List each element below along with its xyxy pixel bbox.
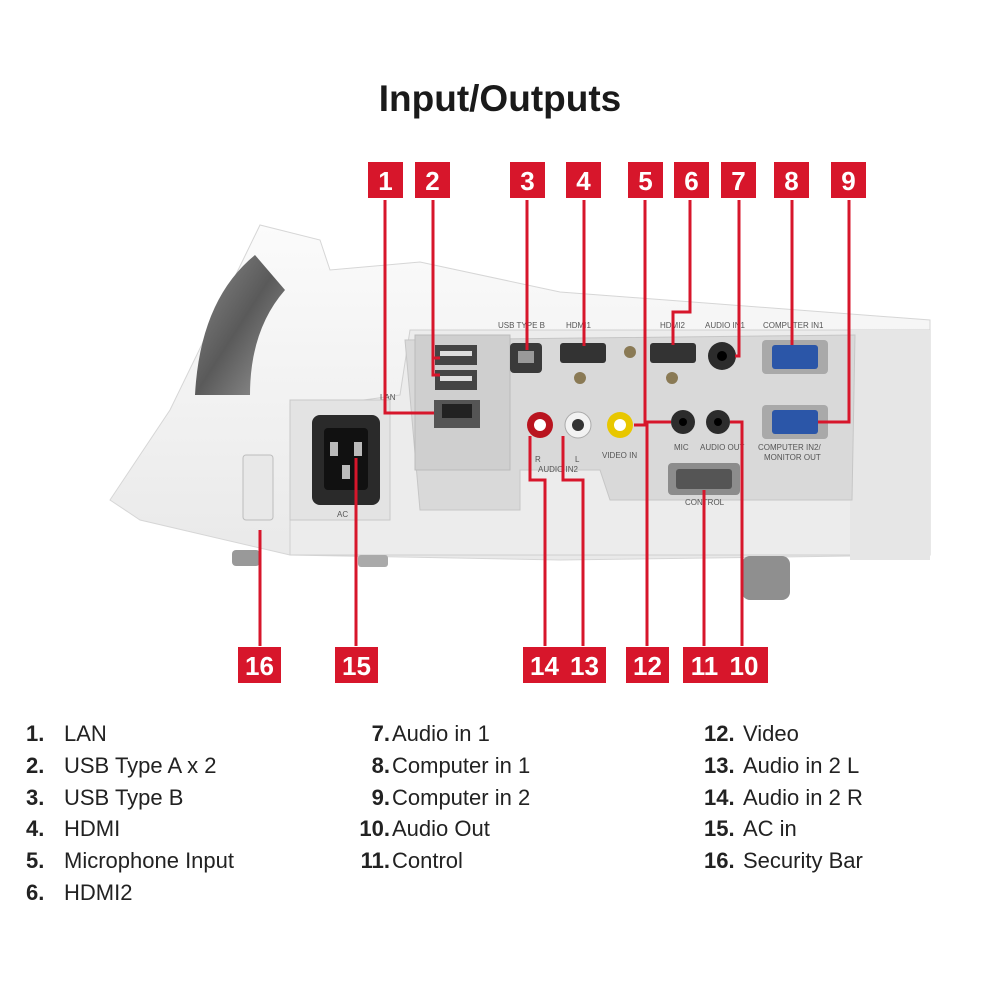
audio-in2-l-label: L (575, 455, 580, 464)
svg-text:1: 1 (378, 166, 392, 196)
ac-label: AC (337, 510, 348, 519)
legend-item: 10.Audio Out (359, 816, 490, 842)
callout-7: 7 (721, 162, 756, 198)
callout-15: 15 (335, 647, 378, 683)
callout-16: 16 (238, 647, 281, 683)
hdmi1-label: HDMI1 (566, 321, 591, 330)
computer-in1-port (772, 345, 818, 369)
mic-label: MIC (674, 443, 689, 452)
legend-item: 12.Video (704, 721, 799, 746)
legend-item: 15.AC in (704, 816, 797, 842)
legend-column-1: 1.LAN 2.USB Type A x 2 3.USB Type B 4.HD… (26, 718, 234, 909)
monitor-out-label: MONITOR OUT (764, 453, 821, 462)
svg-text:2: 2 (425, 166, 439, 196)
svg-text:16: 16 (245, 651, 274, 681)
svg-text:9: 9 (841, 166, 855, 196)
svg-text:6: 6 (684, 166, 698, 196)
legend-item: 5.Microphone Input (26, 848, 234, 874)
legend-item: 1.LAN (26, 721, 107, 746)
legend-item: 3.USB Type B (26, 784, 184, 810)
legend-column-2: 7.Audio in 1 8.Computer in 1 9.Computer … (352, 718, 530, 877)
svg-text:10: 10 (730, 651, 759, 681)
io-panel: LAN USB TYPE B HDMI1 HDMI2 AUDIO IN1 COM… (380, 321, 856, 511)
callout-9: 9 (831, 162, 866, 198)
hdmi1-port (560, 343, 606, 363)
legend-item: 14.Audio in 2 R (704, 784, 863, 810)
legend-item: 9.Computer in 2 (371, 784, 531, 810)
callout-6: 6 (674, 162, 709, 198)
legend-item: 2.USB Type A x 2 (26, 752, 217, 778)
callout-badges: 1 2 3 4 5 6 7 8 9 10 11 12 13 14 15 16 (238, 162, 866, 683)
legend-item: 4.HDMI (26, 816, 121, 842)
audio-out-label: AUDIO OUT (700, 443, 745, 452)
svg-text:4: 4 (576, 166, 591, 196)
computer-in2-port (772, 410, 818, 434)
foot-right (742, 556, 790, 600)
svg-text:13: 13 (570, 651, 599, 681)
svg-text:8: 8 (784, 166, 798, 196)
lan-label: LAN (380, 393, 396, 402)
leader-lines (258, 200, 851, 646)
security-bar (242, 454, 274, 521)
callout-1: 1 (368, 162, 403, 198)
video-in-label: VIDEO IN (602, 451, 637, 460)
legend-item: 11.Control (360, 848, 463, 874)
callout-5: 5 (628, 162, 663, 198)
page-title: Input/Outputs (378, 78, 622, 119)
legend-item: 7.Audio in 1 (371, 721, 490, 746)
usb-b-label: USB TYPE B (498, 321, 545, 330)
legend-item: 16.Security Bar (704, 848, 863, 874)
callout-11: 11 (683, 647, 726, 683)
callout-2: 2 (415, 162, 450, 198)
callout-8: 8 (774, 162, 809, 198)
svg-text:11: 11 (691, 651, 719, 681)
svg-text:15: 15 (342, 651, 371, 681)
svg-text:14: 14 (530, 651, 559, 681)
legend-item: 8.Computer in 1 (371, 752, 531, 778)
svg-text:7: 7 (731, 166, 745, 196)
callout-13: 13 (563, 647, 606, 683)
legend-column-3: 12.Video 13.Audio in 2 L 14.Audio in 2 R… (704, 718, 863, 877)
callout-14: 14 (523, 647, 566, 683)
svg-text:5: 5 (638, 166, 652, 196)
callout-4: 4 (566, 162, 601, 198)
hdmi2-port (650, 343, 696, 363)
callout-3: 3 (510, 162, 545, 198)
svg-text:12: 12 (633, 651, 662, 681)
svg-text:3: 3 (520, 166, 534, 196)
projector-lens (195, 255, 285, 395)
legend-item: 13.Audio in 2 L (704, 752, 860, 778)
audio-in2-r-label: R (535, 455, 541, 464)
callout-10: 10 (720, 647, 768, 683)
computer-in2-label: COMPUTER IN2/ (758, 443, 821, 452)
legend-item: 6.HDMI2 (26, 879, 133, 905)
audio-in1-label: AUDIO IN1 (705, 321, 746, 330)
audio-in2-label: AUDIO IN2 (538, 465, 579, 474)
callout-12: 12 (626, 647, 669, 683)
ac-inlet: AC (289, 399, 391, 521)
